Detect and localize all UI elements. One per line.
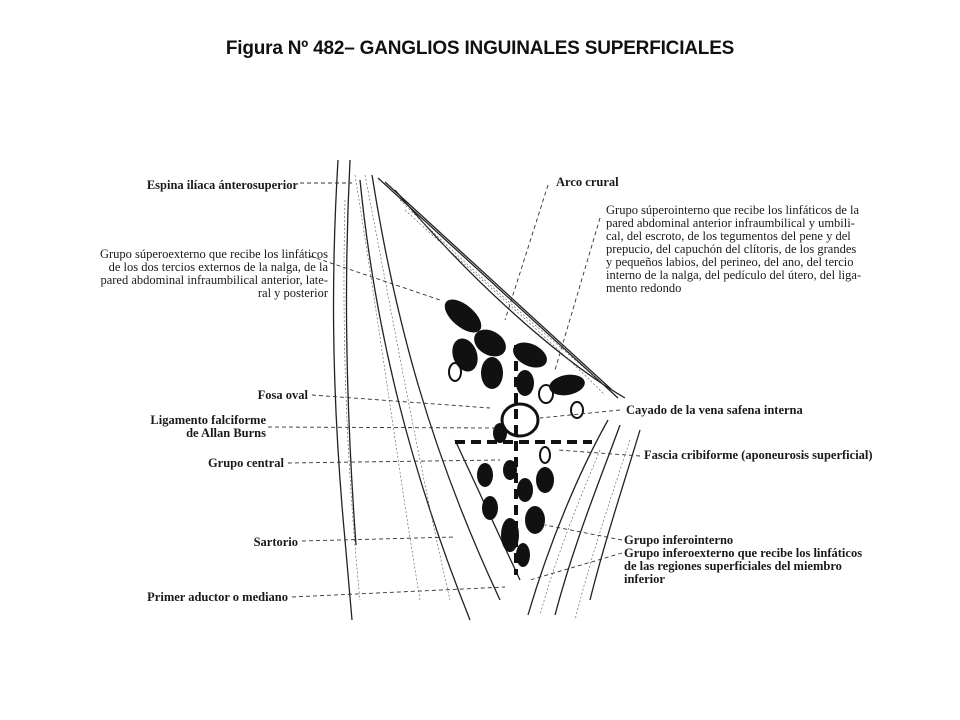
label-line: de los dos tercios externos de la nalga,…	[108, 260, 328, 274]
label-sartorio: Sartorio	[253, 535, 298, 549]
lymph-node	[517, 478, 533, 502]
lymph-nodes	[444, 299, 585, 567]
lymph-node	[525, 506, 545, 534]
label-line: de las regiones superficiales del miembr…	[624, 559, 842, 573]
thigh-outline	[332, 159, 641, 621]
lymph-node	[481, 357, 503, 389]
lymph-node	[538, 384, 554, 404]
lymph-node	[448, 362, 462, 382]
lymph-node	[493, 423, 507, 443]
label-fosa-oval: Fosa oval	[257, 388, 308, 402]
label-line: de Allan Burns	[186, 426, 266, 440]
group-divisions	[455, 345, 592, 575]
label-line: cal, del escroto, de los tegumentos del …	[606, 229, 851, 243]
lymph-node	[516, 543, 530, 567]
label-grupo-inferointerno: Grupo inferointerno	[624, 533, 734, 547]
lymph-node	[474, 329, 506, 357]
lymph-node	[503, 460, 517, 480]
lymph-node	[482, 496, 498, 520]
label-line: inferior	[624, 572, 665, 586]
label-cayado-safena: Cayado de la vena safena interna	[626, 403, 803, 417]
label-primer-aductor: Primer aductor o mediano	[147, 590, 288, 604]
lymph-node	[477, 463, 493, 487]
leader-lines	[267, 182, 641, 598]
lymph-node	[570, 401, 584, 419]
lymph-node	[513, 342, 547, 368]
label-line: y pequeños labios, del perineo, del ano,…	[606, 255, 854, 269]
lymph-node	[549, 374, 585, 396]
label-line: Grupo inferoexterno que recibe los linfá…	[624, 546, 863, 560]
label-ligamento-falciforme: Ligamento falciforme de Allan Burns	[150, 414, 266, 440]
lymph-node	[536, 467, 554, 493]
lymph-node	[500, 402, 540, 438]
lymph-node	[452, 338, 478, 372]
figure-title: Figura Nº 482– GANGLIOS INGUINALES SUPER…	[225, 38, 735, 59]
label-line: Grupo súperoexterno que recibe los linfá…	[99, 247, 328, 261]
label-line: mento redondo	[606, 281, 682, 295]
label-line: prepucio, del capuchón del clítoris, de …	[606, 242, 857, 256]
label-line: ral y posterior	[257, 286, 328, 300]
label-line: Grupo súperointerno que recibe los linfá…	[606, 203, 860, 217]
lymph-node	[539, 446, 551, 464]
label-line: interno de la nalga, del pedículo del út…	[606, 268, 862, 282]
label-line: pared abdominal anterior infraumbilical …	[606, 216, 855, 230]
label-line: pared abdominal infraumbilical anterior,…	[100, 273, 328, 287]
muscle-fibers	[343, 174, 631, 621]
lymph-node	[516, 370, 534, 396]
label-grupo-superointerno: Grupo súperointerno que recibe los linfá…	[606, 204, 861, 295]
label-grupo-inferoexterno: Grupo inferoexterno que recibe los linfá…	[624, 547, 862, 586]
label-arco-crural: Arco crural	[556, 175, 619, 189]
label-grupo-central: Grupo central	[207, 456, 284, 470]
label-grupo-superoexterno: Grupo súperoexterno que recibe los linfá…	[100, 248, 328, 300]
label-espina-iliaca: Espina ilíaca ánterosuperior	[146, 178, 298, 192]
label-fascia-cribiforme: Fascia cribiforme (aponeurosis superfici…	[644, 448, 873, 462]
label-line: Ligamento falciforme	[150, 413, 266, 427]
lymph-node	[444, 299, 482, 333]
